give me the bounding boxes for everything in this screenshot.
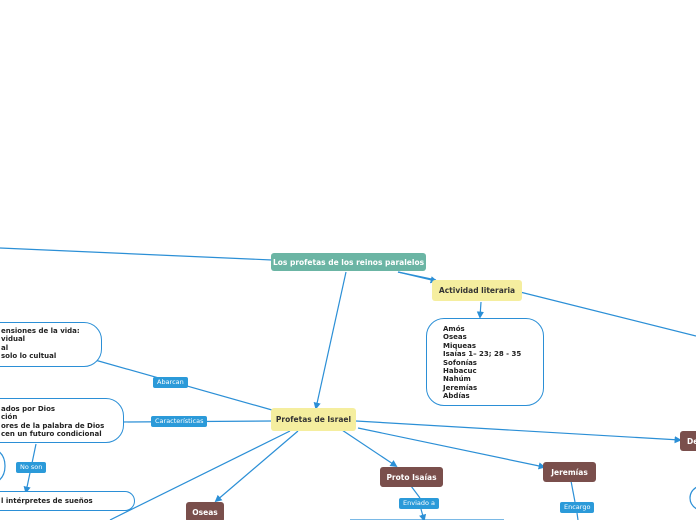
caracteristicas-item: cen un futuro condicional (1, 430, 102, 439)
tag-enviado-a[interactable]: Enviado a (399, 498, 440, 509)
link-encargo-down (576, 512, 579, 520)
suenos-text: l intérpretes de sueños (1, 497, 93, 505)
tag-caracteristicas[interactable]: Características (151, 416, 208, 427)
link-profetas-oseas (214, 430, 299, 503)
link-root-profetas (313, 271, 347, 410)
dimensiones-item: solo lo cultual (1, 352, 57, 361)
proto-isaias-node[interactable]: Proto Isaías (380, 467, 443, 487)
book-item: Amós (443, 325, 465, 333)
link-jeremias-encargo (570, 480, 576, 503)
suenos-bubble[interactable]: l intérpretes de sueños (0, 491, 135, 511)
link-profetas-right (355, 420, 682, 444)
link-profetas-jeremias (357, 427, 546, 470)
link-actividad-right (519, 291, 696, 337)
dimensiones-item: ensiones de la vida: (1, 327, 80, 335)
tag-encargo[interactable]: Encargo (560, 502, 595, 513)
link-profetas-proto (341, 429, 398, 467)
book-item: Abdías (443, 392, 470, 401)
link-root-actividad-2 (397, 271, 437, 281)
dimensiones-item: vidual (1, 335, 26, 344)
book-item: Oseas (443, 333, 467, 342)
book-item: Sofonías (443, 358, 477, 367)
tag-no-son[interactable]: No son (16, 462, 47, 473)
actividad-literaria-node[interactable]: Actividad literaria (432, 280, 522, 301)
jeremias-node[interactable]: Jeremías (543, 462, 596, 482)
root-node[interactable]: Los profetas de los reinos paralelos (271, 253, 426, 271)
book-item: Miqueas (443, 341, 476, 350)
book-item: Nahúm (443, 375, 471, 384)
caracteristicas-item: ción (1, 413, 18, 422)
link-enviado-down (419, 508, 427, 520)
right-edge-node[interactable]: De (680, 431, 696, 451)
dimensiones-item: al (1, 343, 9, 352)
oseas-node[interactable]: Oseas (186, 502, 224, 520)
partial-bubble-left (0, 451, 6, 481)
caracteristicas-item: ados por Dios (1, 405, 56, 413)
book-item: Jeremías (443, 383, 478, 392)
link-left-offscreen (0, 247, 273, 261)
link-profetas-bottom-left (109, 430, 291, 520)
partial-bubble-right (689, 486, 696, 510)
tag-abarcan[interactable]: Abarcan (153, 377, 188, 388)
caracteristicas-bubble[interactable]: ados por Dios ción ores de la palabra de… (0, 398, 124, 443)
profetas-israel-node[interactable]: Profetas de Israel (271, 408, 356, 431)
caracteristicas-item: ores de la palabra de Dios (1, 421, 105, 430)
book-item: Isaías 1– 23; 28 - 35 (443, 350, 522, 359)
books-bubble[interactable]: Amós Oseas Miqueas Isaías 1– 23; 28 - 35… (426, 318, 544, 406)
link-proto-enviado (410, 485, 421, 499)
link-actividad-books (476, 301, 484, 319)
book-item: Habacuc (443, 367, 477, 376)
dimensiones-bubble[interactable]: ensiones de la vida: vidual al solo lo c… (0, 322, 102, 367)
